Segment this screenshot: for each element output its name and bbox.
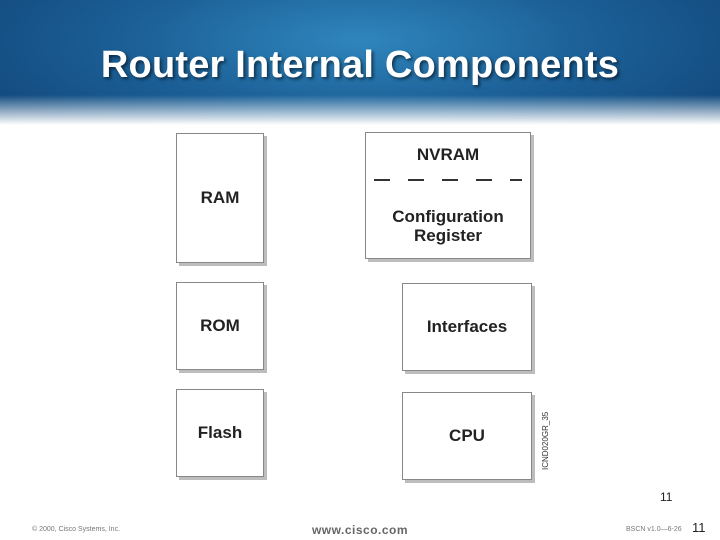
footer-copyright: © 2000, Cisco Systems, Inc. [32, 526, 121, 533]
footer-url: www.cisco.com [311, 523, 409, 537]
interfaces-box: Interfaces [402, 283, 532, 371]
cpu-label: CPU [449, 426, 485, 445]
interfaces-label: Interfaces [426, 317, 508, 336]
slide-page-number: 11 [660, 490, 673, 504]
footer-page-number: 11 [692, 520, 706, 535]
config-line-2: Register [413, 226, 483, 245]
slide-title: Router Internal Components [100, 44, 620, 86]
rom-label: ROM [200, 316, 240, 335]
flash-label: Flash [197, 423, 243, 442]
nvram-divider [374, 179, 522, 181]
footer-course-code: BSCN v1.0—6-26 [626, 526, 682, 533]
nvram-label: NVRAM [416, 145, 480, 164]
slide-header [0, 0, 720, 125]
figure-id: ICND020GR_35 [541, 411, 550, 470]
cpu-box: CPU [402, 392, 532, 480]
config-register-label: Configuration Register [366, 207, 530, 245]
ram-label: RAM [200, 188, 240, 207]
nvram-box: NVRAM Configuration Register [365, 132, 531, 259]
flash-box: Flash [176, 389, 264, 477]
rom-box: ROM [176, 282, 264, 370]
config-line-1: Configuration [392, 207, 504, 226]
ram-box: RAM [176, 133, 264, 263]
